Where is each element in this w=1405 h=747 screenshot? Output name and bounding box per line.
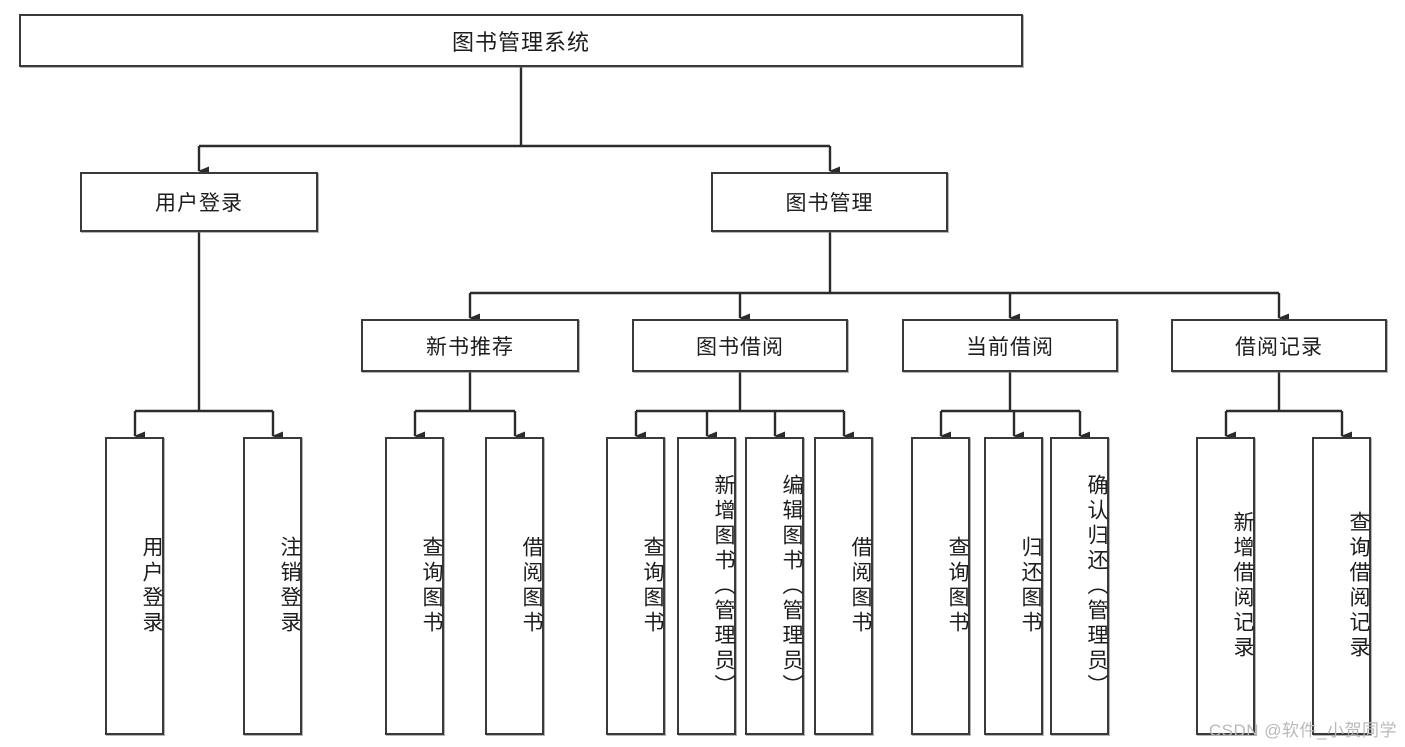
node-login[interactable]: 用户登录	[80, 172, 318, 232]
node-current[interactable]: 当前借阅	[902, 319, 1118, 372]
node-label: 查询图书	[946, 536, 969, 636]
node-leaf12[interactable]: 新增借阅记录	[1196, 437, 1255, 735]
node-root[interactable]: 图书管理系统	[19, 14, 1023, 67]
node-label: 查询图书	[420, 536, 443, 636]
node-leaf7[interactable]: 编辑图书（管理员）	[745, 437, 804, 735]
node-leaf5[interactable]: 查询图书	[606, 437, 665, 735]
node-leaf10[interactable]: 归还图书	[984, 437, 1043, 735]
node-leaf3[interactable]: 查询图书	[385, 437, 444, 735]
node-leaf9[interactable]: 查询图书	[911, 437, 970, 735]
node-leaf13[interactable]: 查询借阅记录	[1312, 437, 1371, 735]
node-label: 图书管理系统	[451, 29, 590, 55]
node-label: 当前借阅	[966, 335, 1054, 359]
node-borrow[interactable]: 图书借阅	[632, 319, 848, 372]
node-label: 新增借阅记录	[1231, 511, 1254, 661]
node-newbook[interactable]: 新书推荐	[361, 319, 579, 372]
node-label: 借阅图书	[520, 536, 543, 636]
node-label: 查询借阅记录	[1347, 511, 1370, 661]
node-leaf1[interactable]: 用户登录	[105, 437, 164, 735]
node-label: 查询图书	[641, 536, 664, 636]
node-label: 借阅记录	[1235, 335, 1323, 359]
node-leaf11[interactable]: 确认归还（管理员）	[1050, 437, 1109, 735]
node-label: 新增图书（管理员）	[712, 473, 735, 699]
node-label: 新书推荐	[426, 335, 514, 359]
node-leaf2[interactable]: 注销登录	[243, 437, 302, 735]
csdn-watermark: CSDN @软件_小贺同学	[1208, 721, 1397, 740]
node-label: 编辑图书（管理员）	[780, 473, 803, 699]
node-label: 注销登录	[278, 536, 301, 636]
node-records[interactable]: 借阅记录	[1171, 319, 1387, 372]
node-leaf6[interactable]: 新增图书（管理员）	[677, 437, 736, 735]
node-label: 图书借阅	[696, 335, 784, 359]
node-label: 确认归还（管理员）	[1085, 473, 1108, 699]
node-leaf8[interactable]: 借阅图书	[814, 437, 873, 735]
node-label: 用户登录	[140, 536, 163, 636]
node-label: 借阅图书	[849, 536, 872, 636]
node-bookmgmt[interactable]: 图书管理	[711, 172, 948, 232]
node-label: 用户登录	[155, 192, 243, 215]
node-label: 图书管理	[785, 192, 874, 215]
node-label: 归还图书	[1019, 536, 1042, 636]
node-leaf4[interactable]: 借阅图书	[485, 437, 544, 735]
